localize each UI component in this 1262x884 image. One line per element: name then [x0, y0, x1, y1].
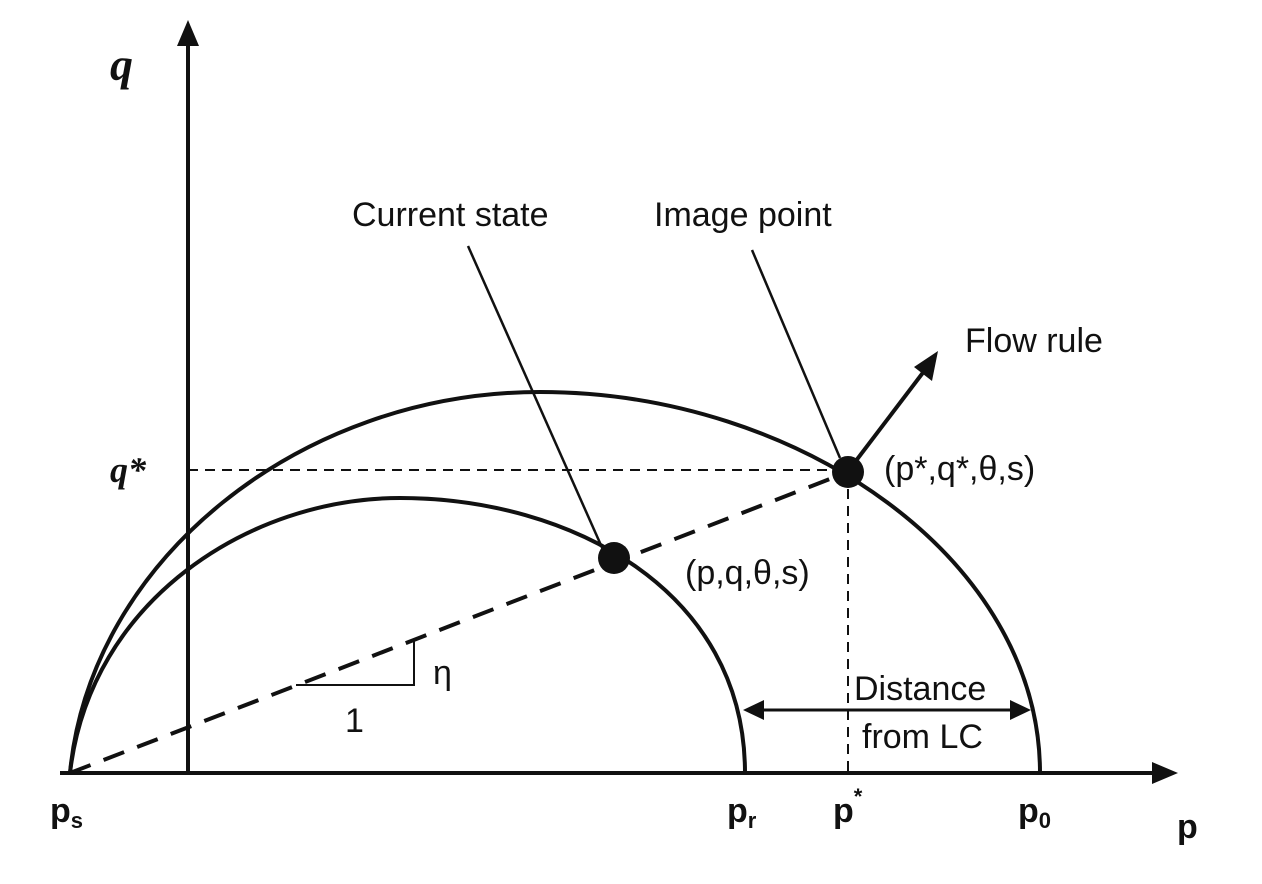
- distance-label-line2: from LC: [862, 718, 983, 756]
- q-axis-arrow-icon: [177, 20, 199, 46]
- q-axis-label: q: [110, 39, 133, 90]
- image-point-coords: (p*,q*,θ,s): [884, 450, 1035, 488]
- distance-arrow-left-icon: [743, 700, 764, 720]
- p-axis-label: p: [1177, 808, 1198, 846]
- distance-arrow-right-icon: [1010, 700, 1031, 720]
- flow-rule-label: Flow rule: [965, 322, 1103, 360]
- radial-line: [69, 470, 849, 775]
- image-point-label: Image point: [654, 196, 832, 234]
- slope-symbol: η: [433, 654, 452, 692]
- current-state-coords: (p,q,θ,s): [685, 554, 810, 592]
- current-state-point: [598, 542, 630, 574]
- flow-rule-arrow: [850, 364, 930, 468]
- image-point-marker: [832, 456, 864, 488]
- outer-yield-surface: [68, 389, 1042, 774]
- pstar-label: p*: [833, 784, 863, 830]
- slope-triangle: [296, 640, 415, 686]
- pr-label: pr: [727, 792, 757, 833]
- slope-run: 1: [345, 702, 364, 740]
- inner-loading-surface: [68, 495, 747, 774]
- ps-label: ps: [50, 792, 83, 833]
- image-point-leader: [750, 249, 842, 459]
- current-state-label: Current state: [352, 196, 549, 234]
- p0-label: p0: [1018, 792, 1051, 833]
- p-axis-arrow-icon: [1152, 762, 1178, 784]
- q-star-label: q*: [110, 450, 147, 490]
- distance-label-line1: Distance: [854, 670, 986, 708]
- current-state-leader: [466, 245, 606, 553]
- flow-rule-arrowhead-icon: [914, 351, 938, 381]
